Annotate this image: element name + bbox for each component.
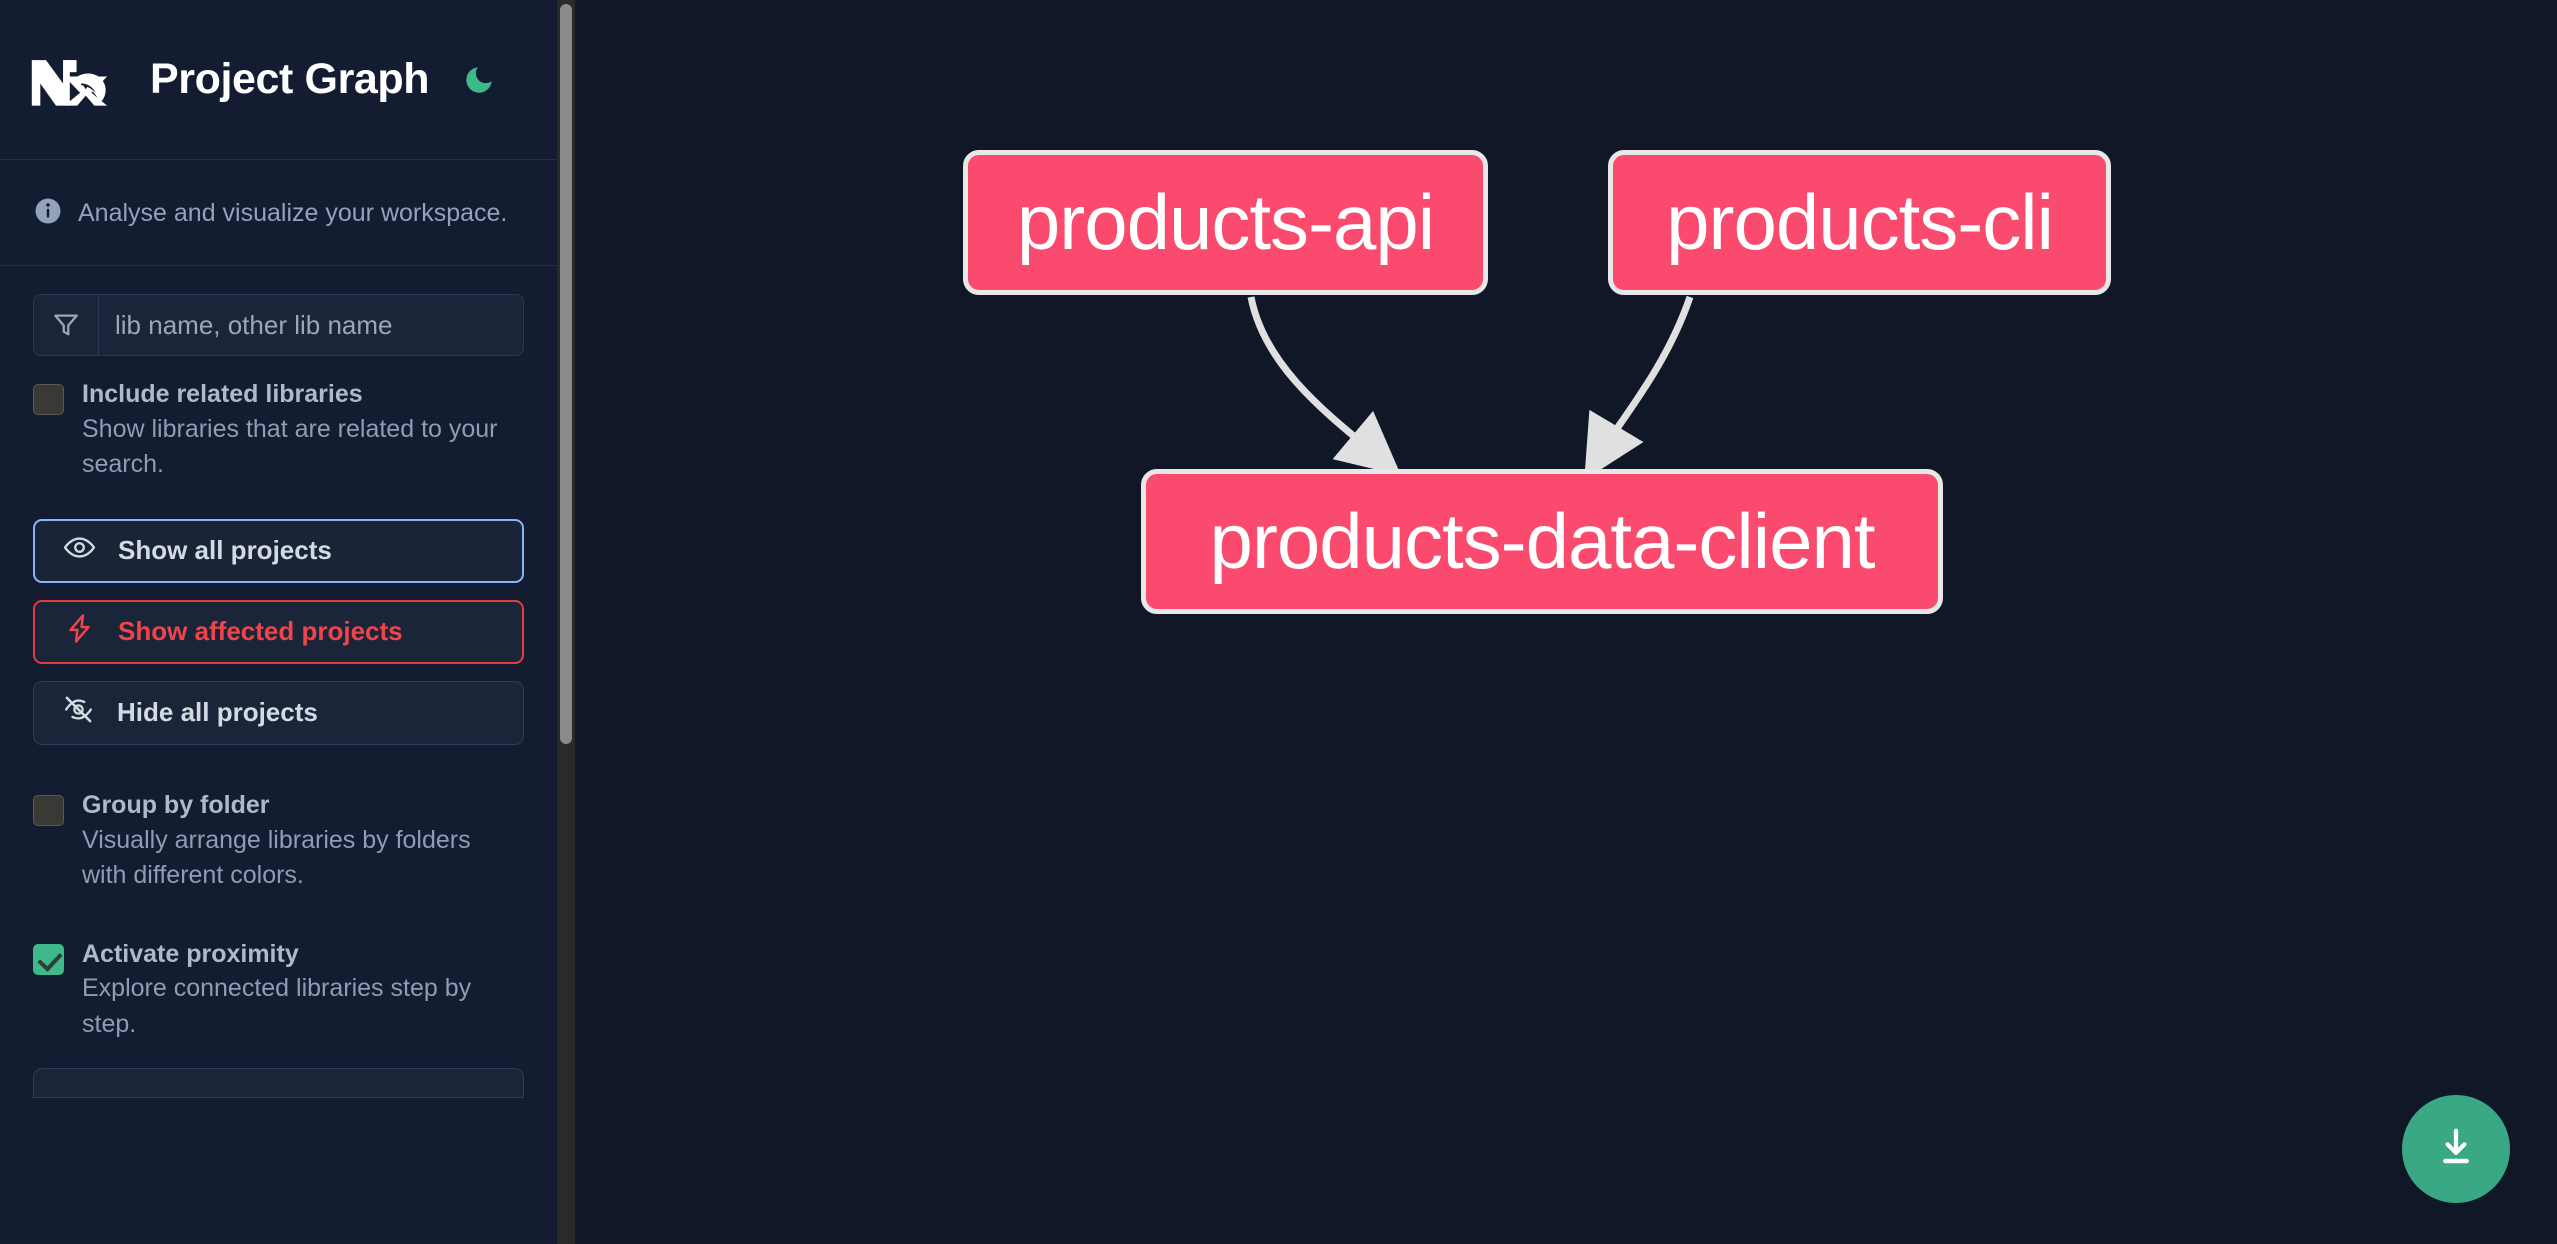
graph-edges <box>1247 295 1694 481</box>
edge-products-api-to-products-data-client <box>1247 296 1402 476</box>
sidebar-scroll-region: Project Graph <box>0 0 557 1244</box>
checkbox-description: Visually arrange libraries by folders wi… <box>82 825 471 890</box>
sidebar-scrollbar[interactable] <box>557 0 575 1244</box>
nx-logo-icon <box>30 53 116 107</box>
show-all-projects-label: Show all projects <box>118 535 332 566</box>
sidebar-header: Project Graph <box>0 0 557 160</box>
bolt-icon <box>63 612 96 652</box>
hide-all-projects-button[interactable]: Hide all projects <box>33 680 524 745</box>
checkbox-include-related-libraries[interactable]: Include related libraries Show libraries… <box>0 356 557 483</box>
tagline-text: Analyse and visualize your workspace. <box>78 199 508 227</box>
sidebar-body: Analyse and visualize your workspace. <box>0 160 557 1099</box>
sidebar-divider <box>0 265 557 266</box>
search-field[interactable] <box>33 294 524 356</box>
hide-all-projects-label: Hide all projects <box>117 697 318 728</box>
checkbox-activate-proximity[interactable]: Activate proximity Explore connected lib… <box>0 916 557 1043</box>
partially-visible-control[interactable] <box>33 1068 524 1099</box>
show-affected-projects-label: Show affected projects <box>118 616 403 647</box>
node-label: products-data-client <box>1209 497 1875 585</box>
edge-products-cli-to-products-data-client <box>1584 295 1694 481</box>
eye-icon <box>63 531 96 571</box>
show-affected-projects-button[interactable]: Show affected projects <box>33 599 524 664</box>
checkbox-box[interactable] <box>33 794 64 826</box>
info-icon <box>33 196 63 231</box>
show-all-projects-button[interactable]: Show all projects <box>33 518 524 583</box>
checkbox-description: Show libraries that are related to your … <box>82 414 498 479</box>
node-label: products-api <box>1016 178 1435 266</box>
node-label: products-cli <box>1666 178 2054 266</box>
checkbox-description: Explore connected libraries step by step… <box>82 974 472 1038</box>
graph-node-products-data-client[interactable]: products-data-client <box>1141 469 1943 614</box>
filter-icon <box>34 295 99 355</box>
graph-node-products-cli[interactable]: products-cli <box>1608 150 2111 295</box>
page-title: Project Graph <box>150 55 430 103</box>
graph-canvas[interactable]: products-api products-cli products-data-… <box>575 0 2557 1244</box>
sidebar: Project Graph <box>0 0 575 1244</box>
sidebar-scrollbar-thumb[interactable] <box>560 4 572 744</box>
checkbox-label: Activate proximity <box>82 939 299 968</box>
sidebar-tagline: Analyse and visualize your workspace. <box>0 160 557 265</box>
graph-node-products-api[interactable]: products-api <box>963 150 1488 295</box>
search-input[interactable] <box>99 295 523 355</box>
checkbox-label: Include related libraries <box>82 380 363 408</box>
eye-off-icon <box>62 693 95 733</box>
checkbox-box[interactable] <box>33 384 64 415</box>
checkbox-label: Group by folder <box>82 790 270 819</box>
project-action-buttons: Show all projects Show affected projects <box>33 518 524 745</box>
checkbox-group-by-folder[interactable]: Group by folder Visually arrange librari… <box>0 767 557 894</box>
moon-icon[interactable] <box>459 60 499 100</box>
checkbox-box[interactable] <box>33 943 64 975</box>
download-icon <box>2433 1124 2479 1175</box>
download-graph-button[interactable] <box>2402 1095 2510 1203</box>
